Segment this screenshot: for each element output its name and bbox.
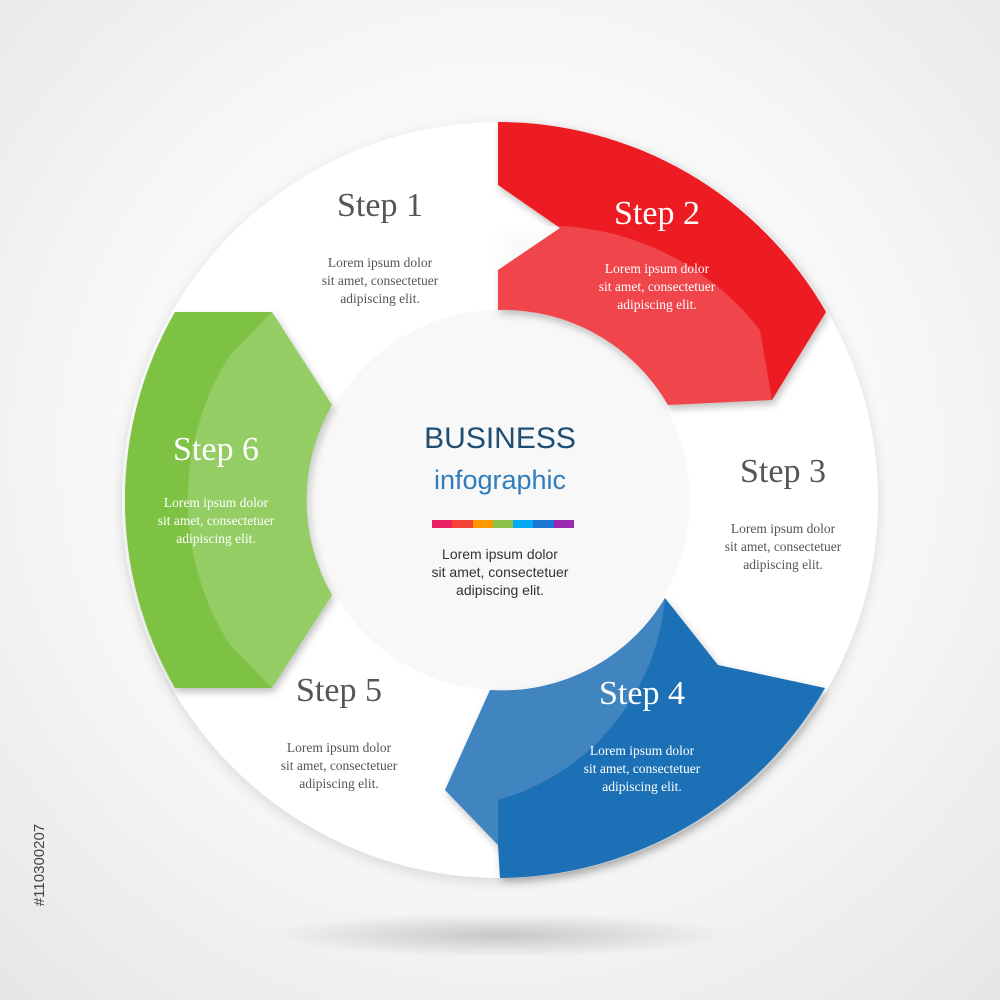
step-2-arrow xyxy=(498,121,826,405)
center-text: Lorem ipsum dolor sit amet, consectetuer… xyxy=(431,546,569,598)
color-bar xyxy=(432,520,574,528)
step-3-text: Lorem ipsum dolor sit amet, consectetuer… xyxy=(724,521,842,572)
step-6-title: Step 6 xyxy=(173,431,259,468)
step-4-text: Lorem ipsum dolor sit amet, consectetuer… xyxy=(583,743,701,794)
step-2-title: Step 2 xyxy=(614,195,700,232)
step-4-arrow xyxy=(445,598,825,878)
center-subtitle: infographic xyxy=(433,465,567,495)
step-6-text: Lorem ipsum dolor sit amet, consectetuer… xyxy=(157,495,275,546)
stock-watermark-id: #110300207 xyxy=(31,823,48,907)
inner-circle xyxy=(310,310,690,690)
color-bar-segment xyxy=(472,520,493,528)
step-6-arrow xyxy=(124,312,332,688)
step-1-text: Lorem ipsum dolor sit amet, consectetuer… xyxy=(321,255,439,306)
step-4-title: Step 4 xyxy=(599,675,685,712)
floor-shadow xyxy=(270,913,730,957)
color-bar-segment xyxy=(553,520,574,528)
step-1-title: Step 1 xyxy=(337,187,423,224)
color-bar-segment xyxy=(533,520,554,528)
color-bar-segment xyxy=(513,520,534,528)
step-5-title: Step 5 xyxy=(296,672,382,709)
color-bar-segment xyxy=(432,520,453,528)
step-3-title: Step 3 xyxy=(740,453,826,490)
step-2-text: Lorem ipsum dolor sit amet, consectetuer… xyxy=(598,261,716,312)
center-title: BUSINESS xyxy=(424,422,576,455)
color-bar-segment xyxy=(452,520,473,528)
step-5-text: Lorem ipsum dolor sit amet, consectetuer… xyxy=(280,740,398,791)
color-bar-segment xyxy=(492,520,514,528)
